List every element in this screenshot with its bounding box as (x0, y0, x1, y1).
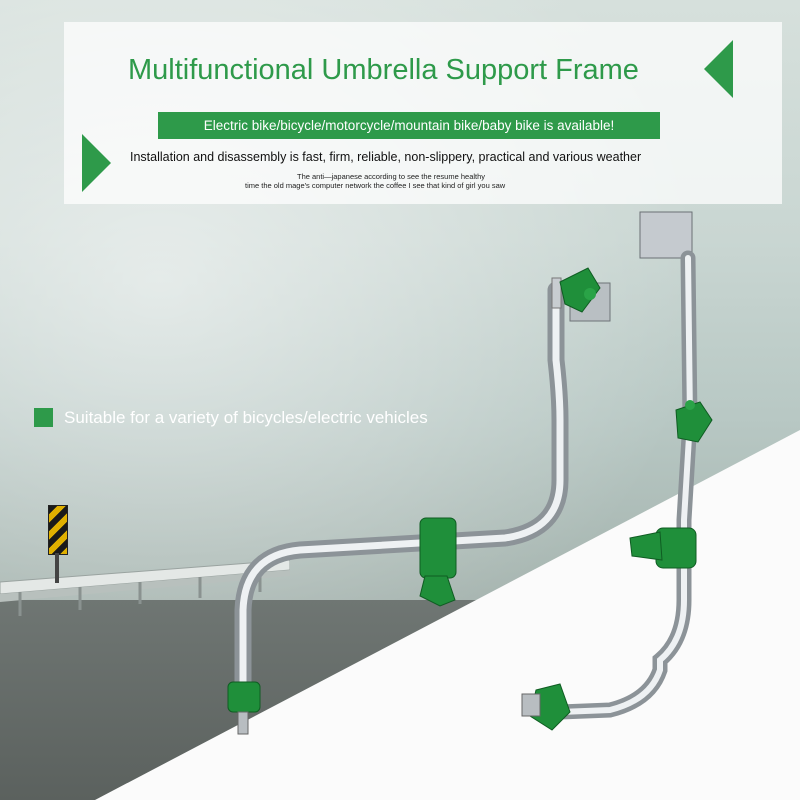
left-support-frame (227, 267, 611, 735)
road-sign-pole (55, 553, 59, 583)
feature-bullet-text: Suitable for a variety of bicycles/elect… (64, 408, 428, 427)
bullet-square-icon (34, 408, 53, 427)
arrow-right-icon (82, 134, 111, 192)
arrow-left-icon (704, 40, 733, 98)
right-support-frame (521, 211, 713, 731)
fine-print-line-1: The anti—japanese according to see the r… (297, 172, 486, 181)
page-title: Multifunctional Umbrella Support Frame (128, 54, 639, 86)
feature-subtitle: Installation and disassembly is fast, fi… (130, 150, 642, 164)
fine-print-line-2: time the old mage's computer network the… (245, 181, 506, 190)
compatibility-banner: Electric bike/bicycle/motorcycle/mountai… (158, 112, 660, 139)
